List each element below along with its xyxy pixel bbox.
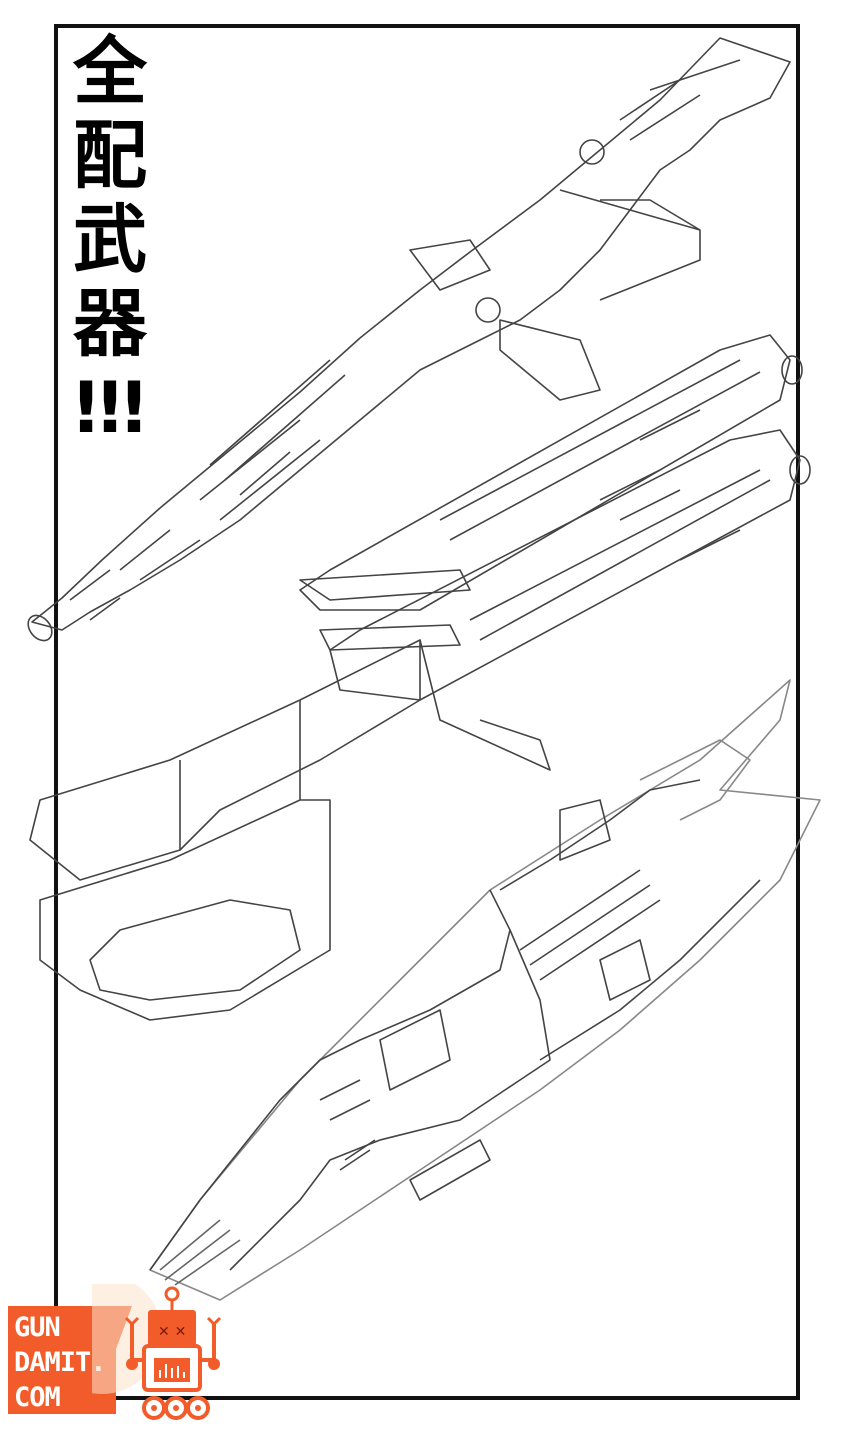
title-char-3: 武	[73, 197, 147, 283]
svg-text:✕ ✕: ✕ ✕	[158, 1324, 186, 1340]
logo-line-1: GUN	[14, 1312, 61, 1343]
shield-lineart	[149, 679, 821, 1301]
logo-line-3: COM	[14, 1382, 61, 1413]
panel-frame	[54, 24, 800, 1400]
title-char-4: 器	[73, 281, 147, 367]
page-title: 全 配 武 器 !!!	[70, 30, 150, 450]
robot-icon: ✕ ✕	[92, 1284, 222, 1420]
rifle-lineart	[27, 37, 791, 642]
title-char-2: 配	[73, 113, 147, 199]
gundamit-logo: GUN DAMIT. COM ✕ ✕	[8, 1284, 238, 1424]
title-char-1: 全	[73, 29, 147, 115]
title-exclamations: !!!	[70, 367, 150, 449]
twin-cannon-lineart	[29, 334, 811, 1021]
